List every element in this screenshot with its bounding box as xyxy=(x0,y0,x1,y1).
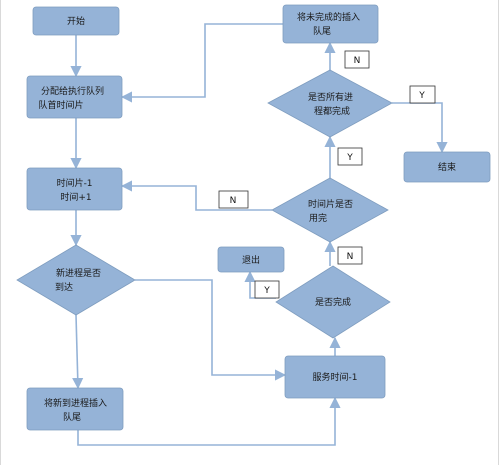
node-service-time-text: 服务时间-1 xyxy=(313,371,358,383)
node-time-update: 时间片-1 时间+1 xyxy=(26,167,123,211)
node-allocate-text: 分配给执行队列 队首时间片 xyxy=(38,85,106,111)
edge-all-complete-yes-to-end xyxy=(392,102,448,154)
node-allocate: 分配给执行队列 队首时间片 xyxy=(26,75,123,119)
node-all-complete: 是否所有进 程都完成 xyxy=(267,69,393,138)
node-new-arrival: 新进程是否 到达 xyxy=(16,244,136,316)
node-start-text: 开始 xyxy=(67,15,85,27)
svg-text:N: N xyxy=(230,196,237,206)
node-is-complete-text: 是否完成 xyxy=(315,296,351,308)
node-is-complete: 是否完成 xyxy=(275,265,391,339)
edge-arrival-no-to-service xyxy=(135,279,287,381)
node-exit-text: 退出 xyxy=(242,254,260,266)
node-insert-unfinished-tail: 将未完成的插入 队尾 xyxy=(282,4,379,44)
branch-label-complete-n: N xyxy=(337,246,363,265)
node-insert-new-tail: 将新到进程插入 队尾 xyxy=(26,387,124,431)
edge-insert-to-service xyxy=(77,396,341,446)
node-time-update-text: 时间片-1 时间+1 xyxy=(57,177,96,203)
node-insert-new-tail-text: 将新到进程插入 队尾 xyxy=(44,397,110,423)
node-exit: 退出 xyxy=(217,246,285,273)
svg-text:N: N xyxy=(347,252,354,262)
node-end: 结束 xyxy=(403,151,491,183)
branch-label-time-used-y: Y xyxy=(337,147,363,166)
node-time-used-up: 时间片是否 用完 xyxy=(271,177,389,243)
svg-text:N: N xyxy=(354,56,361,66)
branch-label-all-complete-y: Y xyxy=(409,85,436,104)
node-service-time: 服务时间-1 xyxy=(284,355,386,399)
connectors xyxy=(70,23,448,446)
svg-text:Y: Y xyxy=(418,91,425,101)
node-all-complete-text: 是否所有进 程都完成 xyxy=(308,91,356,117)
node-start: 开始 xyxy=(32,6,120,36)
edge-time-check-no-to-time-update xyxy=(120,180,272,211)
svg-text:Y: Y xyxy=(346,153,353,163)
edge-arrival-yes-to-insert xyxy=(72,314,84,390)
edge-insert-unfinished-to-allocate xyxy=(120,23,283,103)
branch-label-complete-y: Y xyxy=(254,280,280,299)
svg-text:Y: Y xyxy=(263,286,270,296)
branch-label-time-used-n: N xyxy=(218,190,249,209)
node-time-used-up-text: 时间片是否 用完 xyxy=(308,198,356,224)
node-new-arrival-text: 新进程是否 到达 xyxy=(55,267,104,293)
node-end-text: 结束 xyxy=(438,161,456,173)
node-insert-unfinished-tail-text: 将未完成的插入 队尾 xyxy=(297,11,363,37)
branch-label-insert-n: N xyxy=(344,50,370,69)
